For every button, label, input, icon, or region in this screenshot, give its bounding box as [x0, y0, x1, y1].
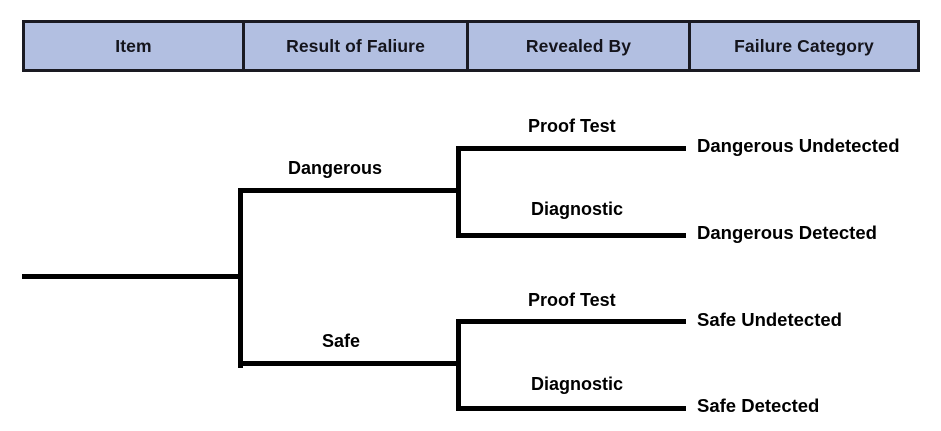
- leaf-label-safe-undetected: Safe Undetected: [697, 309, 842, 330]
- header-cell-result-of-failure: Result of Faliure: [245, 23, 469, 69]
- header-cell-failure-category: Failure Category: [734, 35, 874, 56]
- leaf-label-dangerous-detected: Dangerous Detected: [697, 222, 877, 243]
- branch-line-safe: [238, 361, 461, 366]
- node-label-proof-test-dangerous: Proof Test: [528, 116, 616, 136]
- header-table: Item Result of Faliure Revealed By Failu…: [22, 20, 920, 72]
- header-cell-revealed-by: Revealed By: [469, 23, 691, 69]
- dangerous-split-vertical: [456, 146, 461, 238]
- leaf-line-safe-undetected: [456, 319, 686, 324]
- node-label-diagnostic-dangerous: Diagnostic: [531, 199, 624, 219]
- leaf-label-safe-detected: Safe Detected: [697, 395, 820, 416]
- node-label-dangerous: Dangerous: [288, 158, 383, 178]
- root-split-vertical: [238, 188, 243, 368]
- node-label-diagnostic-safe: Diagnostic: [531, 374, 624, 394]
- leaf-label-dangerous-undetected: Dangerous Undetected: [697, 135, 900, 156]
- leaf-line-dangerous-undetected: [456, 146, 686, 151]
- root-connector-line: [22, 274, 243, 279]
- node-label-safe: Safe: [322, 331, 361, 351]
- leaf-line-dangerous-detected: [456, 233, 686, 238]
- leaf-line-safe-detected: [456, 406, 686, 411]
- safe-split-vertical: [456, 319, 461, 411]
- branch-line-dangerous: [238, 188, 461, 193]
- header-cell-item: Item: [25, 23, 245, 69]
- node-label-proof-test-safe: Proof Test: [528, 290, 616, 310]
